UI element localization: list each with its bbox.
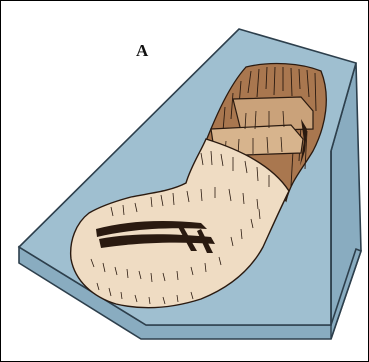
panel-label: A	[136, 41, 148, 61]
